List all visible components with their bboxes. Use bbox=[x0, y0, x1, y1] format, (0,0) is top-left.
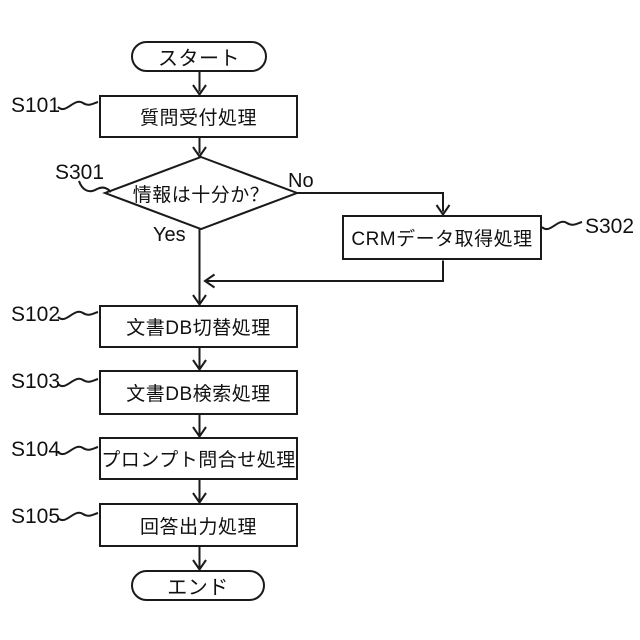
process-box-s103: 文書DB検索処理 bbox=[99, 370, 298, 415]
leader-squiggle-s102 bbox=[57, 310, 99, 321]
step-label-s104: S104 bbox=[11, 438, 61, 461]
leader-squiggle-s301 bbox=[78, 180, 112, 193]
process-box-s104: プロンプト問合せ処理 bbox=[99, 437, 298, 480]
edge-s302-return bbox=[207, 260, 444, 282]
step-label-s101: S101 bbox=[11, 94, 61, 117]
step-label-s105: S105 bbox=[11, 505, 61, 528]
decision-label: 情報は十分か？ bbox=[132, 184, 270, 206]
step-label-s301: S301 bbox=[55, 161, 105, 184]
leader-squiggle-s103 bbox=[57, 377, 99, 388]
step-label-s302: S302 bbox=[585, 215, 635, 238]
branch-label-yes: Yes bbox=[153, 224, 186, 246]
process-box-s101: 質問受付処理 bbox=[99, 95, 298, 138]
process-box-s302: CRMデータ取得処理 bbox=[342, 215, 542, 260]
step-label-s103: S103 bbox=[11, 370, 61, 393]
end-terminal: エンド bbox=[131, 570, 265, 601]
leader-squiggle-s101 bbox=[57, 100, 99, 111]
leader-squiggle-s302 bbox=[541, 220, 583, 231]
leader-squiggle-s104 bbox=[57, 445, 99, 456]
edge-no-branch bbox=[297, 192, 444, 212]
decision-diamond-shape bbox=[102, 155, 300, 231]
leader-squiggle-s105 bbox=[57, 511, 99, 522]
start-terminal: スタート bbox=[131, 41, 267, 72]
branch-label-no: No bbox=[288, 170, 314, 192]
step-label-s102: S102 bbox=[11, 303, 61, 326]
process-box-s105: 回答出力処理 bbox=[99, 503, 298, 547]
process-box-s102: 文書DB切替処理 bbox=[99, 305, 298, 348]
